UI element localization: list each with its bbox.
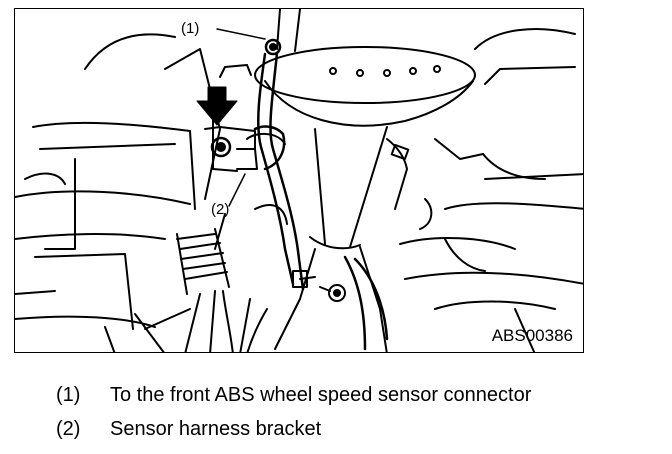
line-drawing [15, 9, 583, 352]
figure-id-label: ABS00386 [491, 326, 573, 345]
callout-1-label: (1) [181, 20, 200, 37]
legend: (1) To the front ABS wheel speed sensor … [56, 385, 531, 453]
callout-2-label: (2) [211, 201, 230, 218]
legend-item-number: (1) [56, 384, 81, 406]
legend-item-text: Sensor harness bracket [110, 418, 322, 440]
legend-item-number: (2) [56, 418, 81, 440]
legend-item: (2) Sensor harness bracket [56, 419, 531, 439]
legend-item-text: To the front ABS wheel speed sensor conn… [110, 384, 532, 406]
legend-item: (1) To the front ABS wheel speed sensor … [56, 385, 531, 405]
diagram-figure: (1) (2) ABS00386 [14, 8, 584, 353]
